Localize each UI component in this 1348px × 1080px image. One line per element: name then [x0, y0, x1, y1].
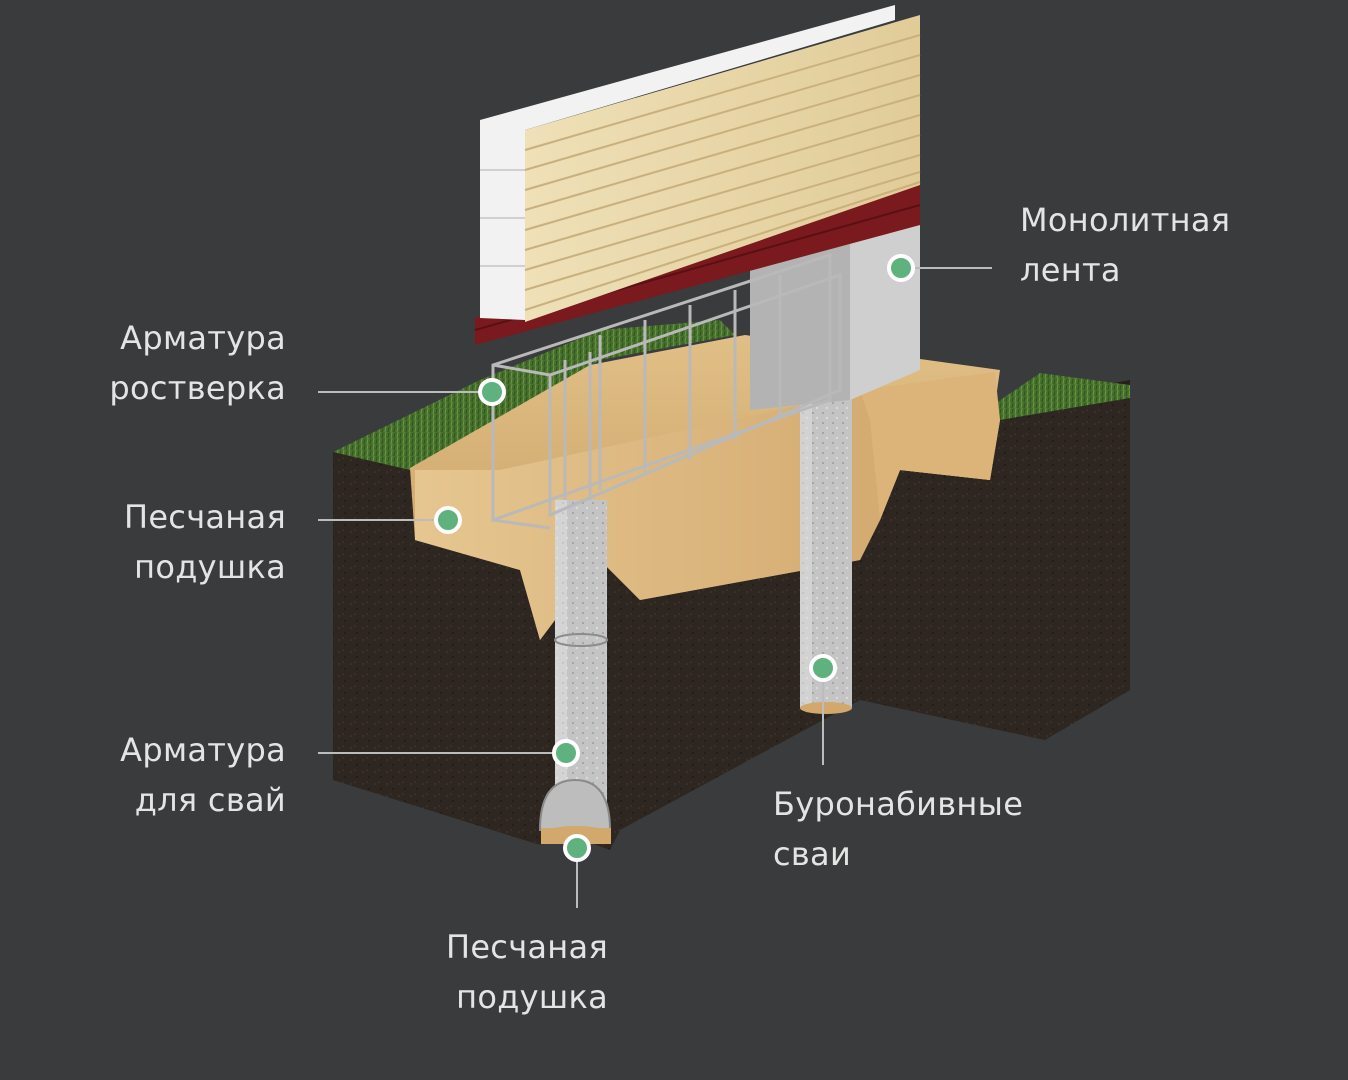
- label-sand-cushion-top-line1: Песчаная: [123, 498, 286, 536]
- marker-bored-piles: [809, 654, 837, 682]
- siding-wall: [524, 15, 921, 322]
- gas-block-wall: [480, 5, 895, 320]
- monolith-tape: [750, 210, 920, 410]
- label-bored-piles: Буронабивные сваи: [773, 779, 1023, 879]
- rebar-cage: [491, 252, 842, 530]
- label-sand-cushion-top: Песчаная подушка: [124, 492, 286, 592]
- label-sand-cushion-bottom-line1: Песчаная: [445, 928, 608, 966]
- label-sand-cushion-bottom: Песчаная подушка: [446, 922, 608, 1022]
- label-grillage-rebar-line1: Арматура: [120, 319, 286, 357]
- label-sand-cushion-bottom-line2: подушка: [456, 978, 608, 1016]
- label-pile-rebar: Арматура для свай: [120, 725, 286, 825]
- marker-grillage-rebar: [478, 378, 506, 406]
- label-pile-rebar-line2: для свай: [134, 781, 286, 819]
- label-pile-rebar-line1: Арматура: [120, 731, 286, 769]
- label-monolith-tape-line2: лента: [1020, 251, 1121, 289]
- marker-monolith-tape: [887, 254, 915, 282]
- markers: [434, 254, 915, 862]
- label-bored-piles-line1: Буронабивные: [773, 785, 1024, 823]
- marker-sand-cushion-bottom: [563, 834, 591, 862]
- label-grillage-rebar: Арматура ростверка: [109, 313, 286, 413]
- label-sand-cushion-top-line2: подушка: [134, 548, 286, 586]
- grass-layer: [333, 320, 1130, 470]
- label-monolith-tape-line1: Монолитная: [1020, 201, 1231, 239]
- label-grillage-rebar-line2: ростверка: [109, 369, 286, 407]
- marker-sand-cushion-top: [434, 506, 462, 534]
- label-monolith-tape: Монолитная лента: [1020, 195, 1230, 295]
- label-bored-piles-line2: сваи: [773, 835, 852, 873]
- marker-pile-rebar: [552, 739, 580, 767]
- leader-lines: [318, 267, 992, 908]
